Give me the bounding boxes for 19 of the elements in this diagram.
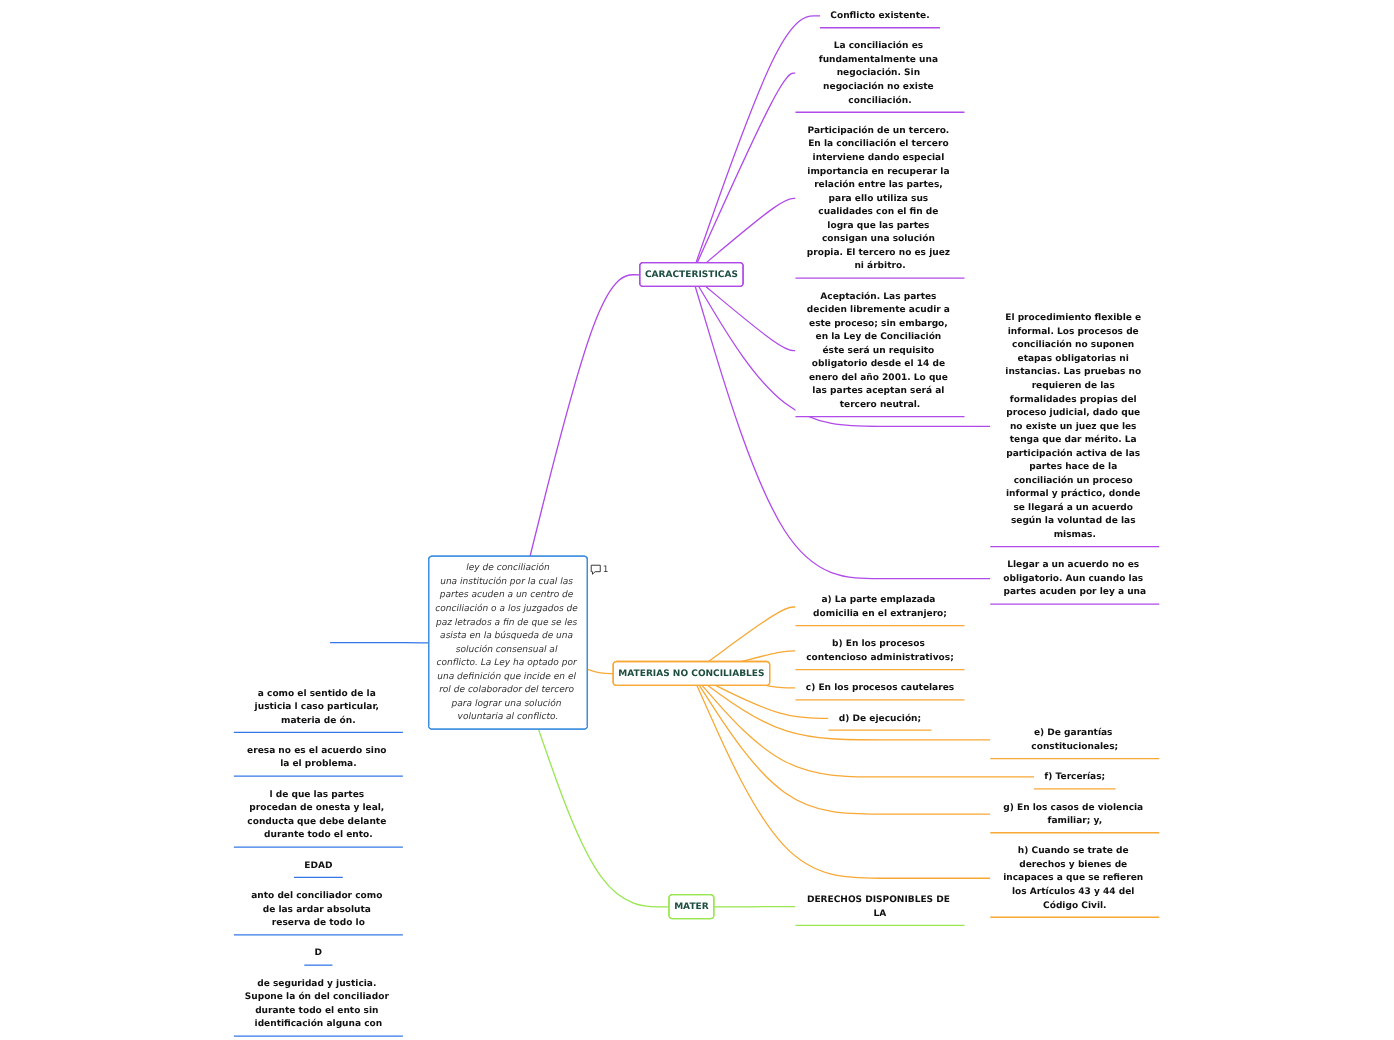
connector — [766, 685, 797, 689]
connector — [707, 685, 992, 741]
connector — [739, 650, 797, 663]
connector — [695, 286, 992, 580]
connector — [713, 905, 797, 908]
connector — [707, 606, 797, 663]
connector — [329, 642, 431, 644]
connector — [696, 72, 797, 264]
connector — [587, 668, 615, 675]
connector — [699, 685, 992, 815]
connector — [538, 728, 671, 908]
connector — [702, 685, 1036, 778]
connector — [696, 685, 992, 879]
connector — [705, 286, 797, 352]
connector — [695, 15, 822, 264]
connector — [715, 685, 830, 719]
connector — [698, 286, 992, 428]
connector — [529, 274, 642, 558]
connector — [705, 197, 797, 264]
